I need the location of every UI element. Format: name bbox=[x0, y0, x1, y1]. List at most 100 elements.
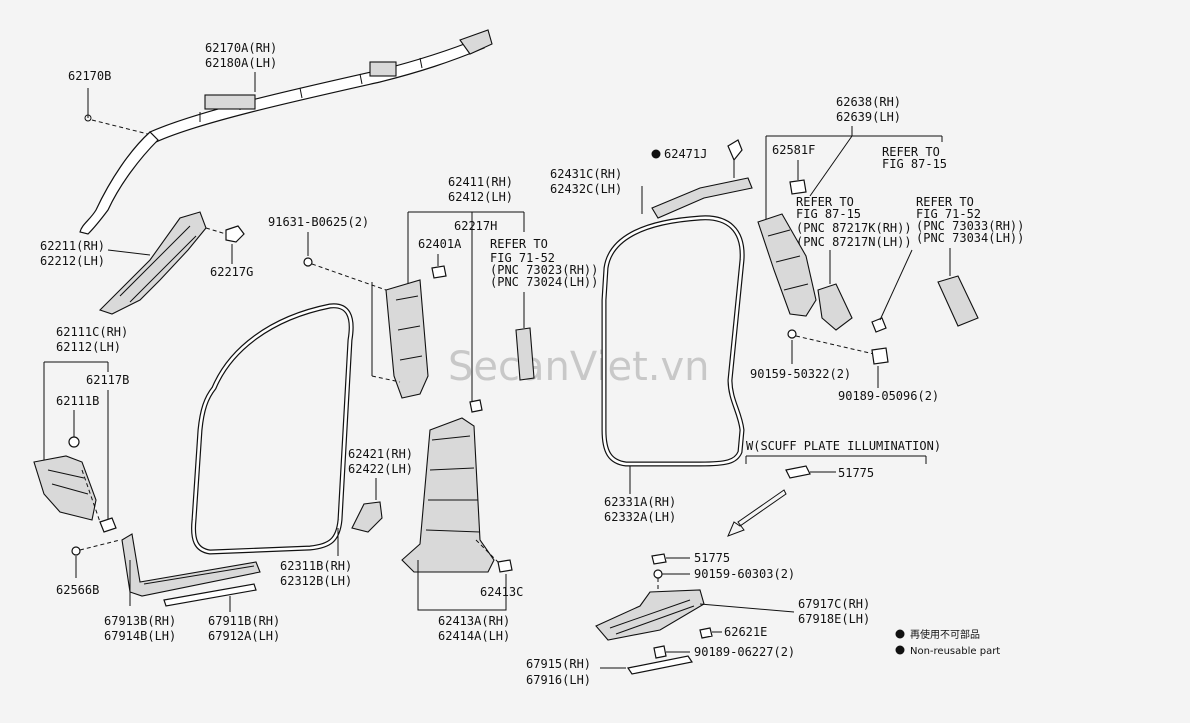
label-62332A: 62332A(LH) bbox=[604, 510, 676, 524]
curtain-airbag bbox=[79, 29, 493, 235]
nonreusable-dot-62471J bbox=[651, 149, 661, 159]
refer4-line2[interactable]: FIG 71-52 bbox=[916, 207, 981, 221]
label-62217G: 62217G bbox=[210, 265, 253, 279]
label-62112: 62112(LH) bbox=[56, 340, 121, 354]
label-67911B: 67911B(RH) bbox=[208, 614, 280, 628]
label-91631: 91631-B0625(2) bbox=[268, 215, 369, 229]
refer4-line3[interactable]: (PNC 73033(RH)) bbox=[916, 219, 1024, 233]
refer1-line2[interactable]: FIG 71-52 bbox=[490, 251, 555, 265]
label-67912A: 67912A(LH) bbox=[208, 629, 280, 643]
refer1-line1[interactable]: REFER TO bbox=[490, 237, 548, 251]
label-67915: 67915(RH) bbox=[526, 657, 591, 671]
clip-62566B bbox=[71, 546, 81, 556]
label-62170B: 62170B bbox=[68, 69, 111, 83]
label-67916: 67916(LH) bbox=[526, 673, 591, 687]
center-pillar-upper-garnish bbox=[385, 279, 429, 399]
label-51775-top: 51775 bbox=[838, 466, 874, 480]
label-62421: 62421(RH) bbox=[348, 447, 413, 461]
label-67918E: 67918E(LH) bbox=[798, 612, 870, 626]
clip-62117B bbox=[99, 517, 117, 533]
label-62401A: 62401A bbox=[418, 237, 462, 251]
legend-dot-2 bbox=[895, 645, 905, 655]
clip-rear-pillar bbox=[871, 317, 887, 333]
clip-62217H bbox=[469, 399, 483, 413]
label-62217H: 62217H bbox=[454, 219, 497, 233]
scuff-plate-cover-67915 bbox=[627, 655, 693, 675]
clip-62111B bbox=[68, 436, 80, 448]
label-62413A: 62413A(RH) bbox=[438, 614, 510, 628]
bolt-91631 bbox=[303, 257, 313, 267]
label-62170A: 62170A(RH) bbox=[205, 41, 277, 55]
watermark-text: SecanViet.vn bbox=[448, 344, 709, 390]
clip-62401A bbox=[431, 265, 447, 279]
refer1-line4[interactable]: (PNC 73024(LH)) bbox=[490, 275, 598, 289]
refer3-line4[interactable]: (PNC 87217N(LH)) bbox=[796, 235, 912, 249]
clip-62581F bbox=[789, 179, 807, 195]
label-62414A: 62414A(LH) bbox=[438, 629, 510, 643]
label-62581F: 62581F bbox=[772, 143, 815, 157]
refer3-line2[interactable]: FIG 87-15 bbox=[796, 207, 861, 221]
label-62211: 62211(RH) bbox=[40, 239, 105, 253]
label-62621E: 62621E bbox=[724, 625, 767, 639]
clip-62621E bbox=[699, 627, 713, 639]
scuff-pad-62421 bbox=[351, 501, 383, 533]
label-62111B: 62111B bbox=[56, 394, 99, 408]
label-62311B: 62311B(RH) bbox=[280, 559, 352, 573]
seat-belt-anchor-front bbox=[515, 327, 535, 381]
label-67914B: 67914B(LH) bbox=[104, 629, 176, 643]
label-62412: 62412(LH) bbox=[448, 190, 513, 204]
clip-90189-06227 bbox=[653, 645, 667, 659]
bolt-90159-50322 bbox=[787, 329, 797, 339]
label-62312B: 62312B(LH) bbox=[280, 574, 352, 588]
refer1-line3[interactable]: (PNC 73023(RH)) bbox=[490, 263, 598, 277]
label-62471J: 62471J bbox=[664, 147, 707, 161]
rear-scuff-plate bbox=[595, 589, 705, 641]
refer4-line4[interactable]: (PNC 73034(LH)) bbox=[916, 231, 1024, 245]
arrow-indicator bbox=[727, 489, 787, 537]
refer2-line2[interactable]: FIG 87-15 bbox=[882, 157, 947, 171]
legend-dot-1 bbox=[895, 629, 905, 639]
rear-door-weatherstrip bbox=[601, 215, 745, 467]
label-62411: 62411(RH) bbox=[448, 175, 513, 189]
rear-door-trim-62431C bbox=[651, 177, 753, 219]
label-62432C: 62432C(LH) bbox=[550, 182, 622, 196]
label-62111C: 62111C(RH) bbox=[56, 325, 128, 339]
a-pillar-garnish bbox=[98, 211, 207, 315]
label-62431C: 62431C(RH) bbox=[550, 167, 622, 181]
clip-62217G bbox=[225, 225, 245, 243]
label-62117B: 62117B bbox=[86, 373, 129, 387]
scuff-illumination-title: W(SCUFF PLATE ILLUMINATION) bbox=[746, 439, 941, 453]
refer3-line3[interactable]: (PNC 87217K(RH)) bbox=[796, 221, 912, 235]
bolt-90159-60303 bbox=[653, 569, 663, 579]
front-door-weatherstrip bbox=[191, 303, 354, 555]
center-pillar-lower-garnish bbox=[401, 417, 495, 573]
label-62638: 62638(RH) bbox=[836, 95, 901, 109]
clip-90189-05096 bbox=[871, 347, 889, 365]
front-scuff-plate bbox=[121, 533, 261, 607]
label-62566B: 62566B bbox=[56, 583, 99, 597]
label-90189-05096: 90189-05096(2) bbox=[838, 389, 939, 403]
refer3-line1[interactable]: REFER TO bbox=[796, 195, 854, 209]
label-67917C: 67917C(RH) bbox=[798, 597, 870, 611]
clip-62471J bbox=[727, 139, 743, 162]
lamp-51775-bottom bbox=[651, 553, 667, 565]
label-67913B: 67913B(RH) bbox=[104, 614, 176, 628]
refer2-line1[interactable]: REFER TO bbox=[882, 145, 940, 159]
clip-62413C bbox=[497, 559, 513, 573]
seat-belt-anchor-rear bbox=[817, 283, 853, 331]
seat-belt-retractor-cover bbox=[937, 275, 979, 327]
lamp-51775-top bbox=[785, 465, 811, 479]
legend-item-japanese: 再使用不可部品 bbox=[910, 628, 980, 641]
label-90189-06227: 90189-06227(2) bbox=[694, 645, 795, 659]
label-62331A: 62331A(RH) bbox=[604, 495, 676, 509]
refer4-line1[interactable]: REFER TO bbox=[916, 195, 974, 209]
label-62212: 62212(LH) bbox=[40, 254, 105, 268]
label-51775-bottom: 51775 bbox=[694, 551, 730, 565]
legend: 再使用不可部品 Non-reusable part bbox=[895, 628, 1000, 657]
label-90159-60303: 90159-60303(2) bbox=[694, 567, 795, 581]
rear-pillar-garnish bbox=[757, 213, 817, 317]
clip-62170B bbox=[84, 114, 92, 122]
label-90159-50322: 90159-50322(2) bbox=[750, 367, 851, 381]
legend-item-english: Non-reusable part bbox=[910, 646, 1000, 657]
